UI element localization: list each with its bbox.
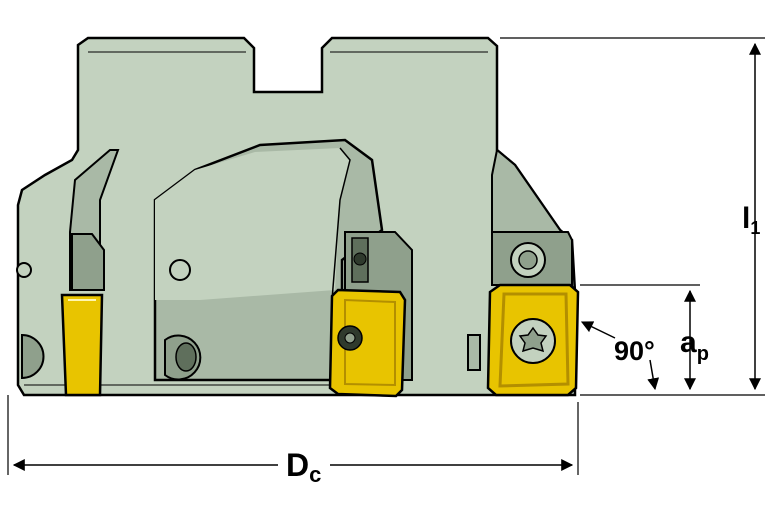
chip-pocket-middle-face bbox=[155, 148, 350, 300]
pocket-seat-left bbox=[71, 233, 105, 291]
l1-label: l1 bbox=[742, 202, 760, 238]
insert-middle-screw-core bbox=[344, 332, 356, 344]
screw-head-middle-top bbox=[353, 252, 367, 266]
coolant-hole-left bbox=[16, 262, 32, 278]
recess-middle-inner bbox=[175, 342, 197, 372]
torx-icon bbox=[518, 326, 548, 353]
recess-left bbox=[21, 333, 45, 380]
torx-screw-upper-core bbox=[518, 250, 538, 270]
angle-arrow-to-insert bbox=[580, 321, 616, 339]
insert-left bbox=[60, 293, 104, 397]
ap-label: ap bbox=[680, 326, 709, 365]
insert-middle-inner bbox=[344, 298, 396, 387]
dc-label: Dc bbox=[286, 447, 321, 487]
insert-right-rim bbox=[498, 292, 570, 388]
coolant-hole-middle bbox=[169, 259, 191, 281]
insert-middle bbox=[328, 288, 407, 398]
middle-pocket-edge bbox=[331, 147, 351, 301]
angle-label: 90° bbox=[614, 336, 655, 366]
angle-arrow-down bbox=[647, 359, 660, 391]
small-slot-right bbox=[467, 334, 481, 371]
